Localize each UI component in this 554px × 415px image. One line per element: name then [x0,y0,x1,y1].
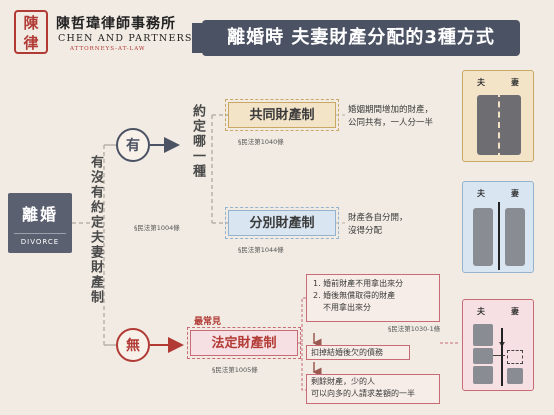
statutory-illustration: 夫 妻 [462,299,534,391]
claim-difference-step: 剩餘財產，少的人 可以向多的人請求差額的一半 [306,374,440,404]
husband-label: 夫 [477,189,485,198]
joint-illustration: 夫 妻 [462,70,534,162]
list-item: 不用拿出來分 [323,303,371,312]
law-ref-1044: §民法第1044條 [238,246,284,254]
seal-char: 律 [23,34,39,52]
split-line [498,91,500,159]
husband-asset-block [473,324,493,346]
yes-branch: 有 [116,128,150,162]
divorce-label-en: DIVORCE [14,233,66,246]
title-tab [192,23,202,53]
husband-asset-block [473,366,493,384]
firm-tagline: ATTORNEYS-AT-LAW [70,46,146,52]
separate-description: 財產各自分開， 沒得分配 [348,213,408,236]
divorce-node: 離婚 DIVORCE [8,193,72,253]
divorce-label: 離婚 [21,205,58,224]
firm-name-zh: 陳哲瑋律師事務所 [56,16,176,32]
statutory-exclusions-list: 1. 婚前財產不用拿出來分 2. 婚後無償取得的財產 不用拿出來分 [306,274,440,322]
separate-illustration: 夫 妻 [462,181,534,273]
seal-char: 陳 [23,14,39,32]
firm-seal-logo: 陳 律 [14,10,48,54]
list-item: 2. 婚後無償取得的財產 [313,291,396,300]
no-branch: 無 [116,328,150,362]
divider-line [501,328,503,386]
wife-asset-block [505,208,525,266]
wife-label: 妻 [511,307,519,316]
law-ref-1004: §民法第1004條 [134,224,180,232]
joint-property-regime: 共同財產制 [225,99,339,131]
question-agreed-regime: 有沒有約定夫妻財產制 [88,155,103,305]
husband-label: 夫 [477,307,485,316]
separate-property-regime: 分別財產制 [225,207,339,239]
question-which-regime: 約定哪一種 [190,104,205,179]
wife-label: 妻 [511,189,519,198]
husband-asset-block [473,208,493,266]
firm-name-en: CHEN AND PARTNERS [58,33,193,44]
husband-label: 夫 [477,78,485,87]
transferred-share-block [507,350,523,364]
most-common-badge: 最常見 [194,317,222,327]
deduct-debts-step: 扣掉結婚後欠的債務 [306,345,410,360]
list-item: 1. 婚前財產不用拿出來分 [313,279,404,288]
divider-line [498,202,500,270]
wife-label: 妻 [511,78,519,87]
statutory-property-regime: 法定財產制 [187,327,301,359]
page-title: 離婚時 夫妻財產分配的3種方式 [202,20,520,56]
law-ref-1030-1: §民法第1030-1條 [388,325,441,333]
joint-description: 婚姻期間增加的財產， 公同共有，一人分一半 [348,105,434,128]
law-ref-1005: §民法第1005條 [212,366,258,374]
transfer-arrow [493,355,505,356]
law-ref-1040: §民法第1040條 [238,138,284,146]
wife-asset-block [507,368,523,384]
husband-asset-block [473,348,493,364]
